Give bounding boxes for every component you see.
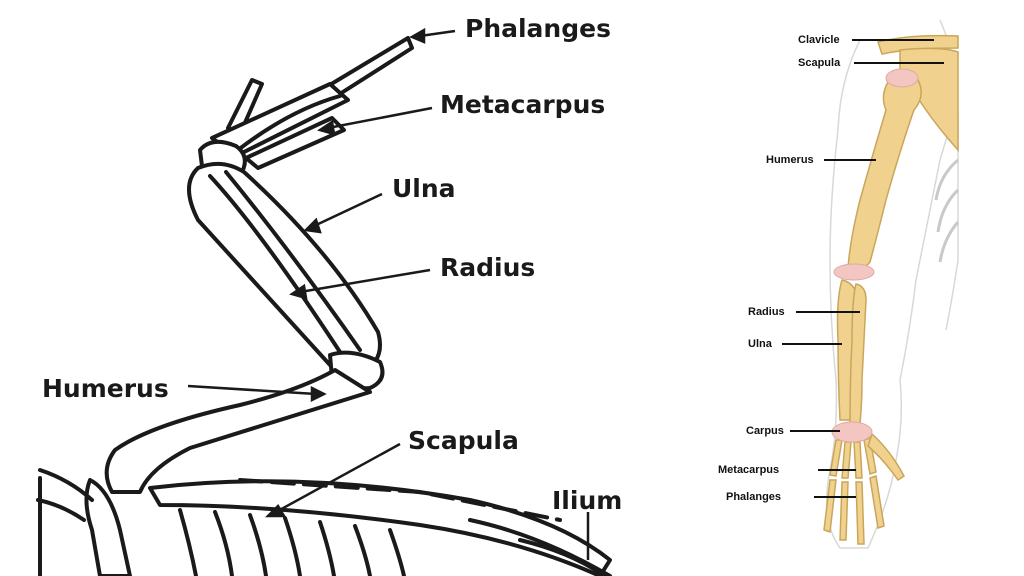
label-humerus: Humerus <box>42 374 169 403</box>
bird-rib-7 <box>388 528 406 576</box>
ulna-bone <box>849 283 867 425</box>
arrowhead-scapula <box>264 503 287 518</box>
arrowhead-radius <box>289 283 308 300</box>
label-radius: Radius <box>440 253 536 282</box>
bird-furcula-bone <box>38 468 94 502</box>
phalange-4 <box>869 475 885 529</box>
rib-b <box>936 188 960 233</box>
arrowhead-metacarpus <box>317 119 336 136</box>
arrow-humerus <box>187 384 317 396</box>
rib-c <box>938 221 960 263</box>
humerus-bone <box>847 75 922 270</box>
bird-scapula-bone <box>148 479 612 576</box>
metacarpal-4 <box>863 437 877 475</box>
arrowhead-ulna <box>303 217 322 234</box>
human-arm-drawing <box>782 19 960 549</box>
bird-metacarpus-inner <box>236 94 342 152</box>
label-metacarpus-human: Metacarpus <box>718 464 780 476</box>
metacarpal-2 <box>841 441 852 479</box>
label-phalanges-human: Phalanges <box>726 491 782 503</box>
arm-skin-outline <box>825 39 959 549</box>
bird-coracoid-bone <box>84 478 132 576</box>
bird-rib-4 <box>283 516 302 576</box>
bird-radius-bone <box>208 174 342 354</box>
bird-rib-3 <box>248 513 268 576</box>
metacarpal-3 <box>853 441 863 479</box>
arrow-metacarpus <box>327 106 433 130</box>
bird-rib-5 <box>318 520 336 576</box>
label-scapula-human: Scapula <box>798 57 841 69</box>
label-metacarpus: Metacarpus <box>440 90 606 119</box>
bird-rib-1 <box>178 508 198 576</box>
label-scapula: Scapula <box>408 426 519 455</box>
bird-furcula-bone-2 <box>36 498 86 522</box>
bird-wing-drawing <box>36 27 612 576</box>
bird-ilium-bone-2 <box>518 538 607 576</box>
label-carpus: Carpus <box>746 425 784 437</box>
bird-rib-6 <box>353 524 372 576</box>
phalange-1 <box>823 479 837 534</box>
phalange-2 <box>839 481 849 541</box>
arrow-phalanges <box>419 29 456 38</box>
thumb-bone <box>867 432 905 482</box>
shoulder-joint <box>885 68 919 88</box>
label-clavicle: Clavicle <box>798 34 840 46</box>
label-humerus-human: Humerus <box>766 154 814 166</box>
bird-wing-diagram: Phalanges Metacarpus Ulna Radius Humerus… <box>36 14 623 576</box>
rib-a <box>934 158 959 201</box>
label-ilium: Ilium <box>552 486 623 515</box>
arrowhead-phalanges <box>409 27 426 44</box>
bird-spine <box>238 478 562 522</box>
human-arm-diagram: Clavicle Scapula Humerus Radius Ulna Car… <box>690 0 1024 576</box>
bird-radius-bone-2 <box>224 170 362 352</box>
label-phalanges: Phalanges <box>465 14 611 43</box>
arrow-radius <box>299 268 431 294</box>
phalange-3 <box>855 481 865 545</box>
label-ulna: Ulna <box>392 174 456 203</box>
bird-rib-2 <box>213 510 234 576</box>
label-radius-human: Radius <box>748 306 785 318</box>
arrow-ulna <box>313 192 383 228</box>
bird-humerus-bone <box>104 368 372 494</box>
arrowhead-humerus <box>310 385 327 403</box>
arrow-scapula <box>275 442 401 514</box>
label-ulna-human: Ulna <box>748 338 772 350</box>
elbow-joint <box>833 263 875 281</box>
